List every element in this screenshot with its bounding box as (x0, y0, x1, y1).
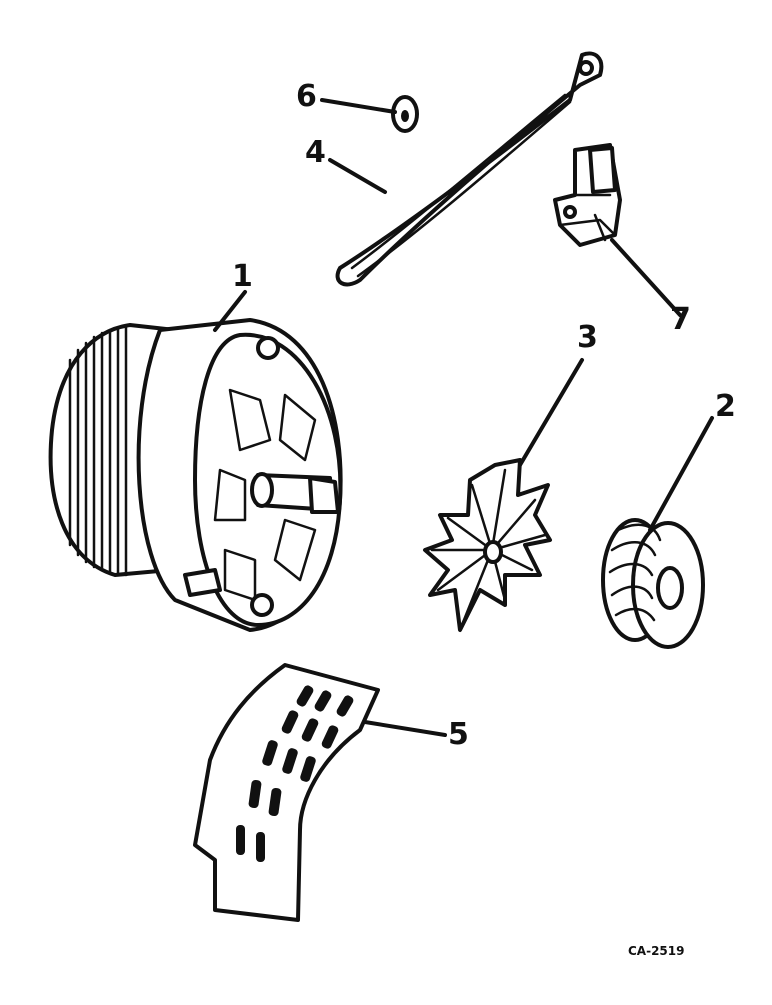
callout-3: 3 (577, 320, 598, 355)
leader-3 (518, 358, 584, 467)
callout-7: 7 (670, 302, 691, 337)
regulator-part (553, 143, 622, 247)
leader-5 (363, 720, 447, 737)
fan-part (423, 458, 552, 632)
callout-5: 5 (448, 717, 469, 752)
figure-code: CA-2519 (628, 944, 685, 958)
callout-6: 6 (296, 79, 317, 114)
leader-lines (213, 98, 714, 737)
alternator-part (48, 318, 343, 632)
pulley-part (601, 518, 705, 649)
callout-1: 1 (232, 259, 253, 294)
callout-4: 4 (305, 135, 326, 170)
shield-part (193, 663, 380, 922)
leader-1 (213, 290, 247, 332)
leader-4 (328, 158, 387, 194)
leader-6 (320, 98, 397, 114)
leader-7 (610, 238, 682, 317)
leader-2 (648, 416, 714, 532)
washer-part (391, 95, 419, 133)
callout-2: 2 (715, 389, 736, 424)
strap-part (335, 51, 604, 287)
